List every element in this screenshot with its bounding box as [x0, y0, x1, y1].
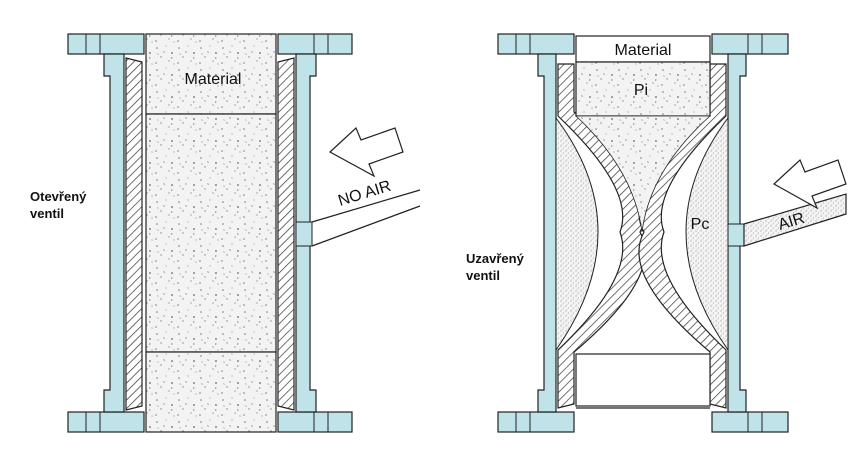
valve-state-label: ventil [30, 206, 64, 221]
pipe-line [311, 189, 421, 223]
valve-state-label: ventil [466, 268, 500, 283]
bottom-flange-right [497, 411, 789, 433]
closed-valve: Material Pi Pc AIR Uzavřený ventil [466, 33, 847, 433]
air-port-left [295, 221, 313, 247]
sleeve-right [277, 57, 295, 411]
air-flow-arrow-icon [772, 158, 847, 210]
air-port-right [727, 223, 745, 247]
open-valve: Material NO AIR Otevřený ventil [30, 33, 421, 433]
empty-bottom-block [575, 353, 711, 407]
pipe-line [311, 205, 421, 247]
sleeve-left [125, 57, 143, 411]
top-flange-right [497, 33, 789, 55]
valve-state-label: Uzavřený [466, 251, 525, 266]
body-wall-left [537, 53, 557, 413]
chamber-left [555, 116, 599, 352]
air-flow-arrow-icon [328, 126, 404, 178]
material-neck [574, 115, 712, 233]
material-column [145, 113, 277, 353]
chamber-pressure-label: Pc [691, 216, 710, 233]
body-wall-left [103, 53, 125, 413]
chamber-right [685, 116, 729, 352]
material-bottom-block [145, 351, 277, 433]
air-label: NO AIR [336, 178, 393, 210]
material-label: Material [185, 71, 242, 88]
top-flange-left [67, 33, 353, 55]
material-inner-block [575, 61, 711, 117]
material-label: Material [615, 42, 672, 59]
inner-pressure-label: Pi [634, 82, 648, 99]
valve-state-label: Otevřený [30, 189, 87, 204]
